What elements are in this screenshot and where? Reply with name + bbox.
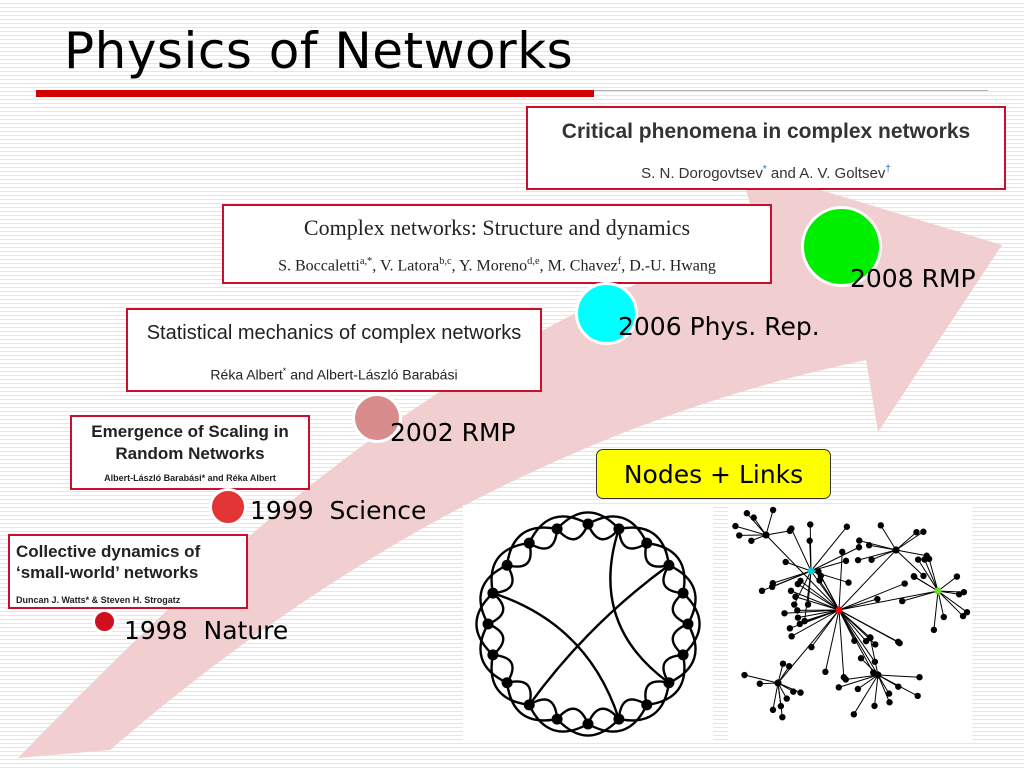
paper-authors: Réka Albert* and Albert-László Barabási <box>210 366 458 383</box>
paper-authors: S. Boccalettia,*, V. Latorab,c, Y. Moren… <box>278 256 716 275</box>
milestone-label-2002: 2002 RMP <box>390 418 516 447</box>
milestone-dot-2002 <box>352 393 402 443</box>
arrow-shape <box>18 165 1002 758</box>
milestone-label-1998: 1998 Nature <box>124 616 289 645</box>
small-world-network-panel <box>463 505 713 743</box>
nodes-links-callout: Nodes + Links <box>596 449 831 499</box>
paper-albert-barabasi-rmp: Statistical mechanics of complex network… <box>126 308 542 392</box>
paper-barabasi-albert: Emergence of Scaling in Random Networks … <box>70 415 310 490</box>
paper-title: Critical phenomena in complex networks <box>561 120 971 143</box>
scale-free-nodes <box>732 506 971 721</box>
milestone-label-2008: 2008 RMP <box>850 264 976 293</box>
title-underline <box>36 90 594 97</box>
paper-authors: S. N. Dorogovtsev* and A. V. Goltsev† <box>641 164 891 182</box>
milestone-dot-2008 <box>801 206 882 287</box>
milestone-dot-1999 <box>209 488 247 526</box>
slide-title: Physics of Networks <box>64 22 574 80</box>
ring-edges <box>475 511 701 737</box>
paper-title: Statistical mechanics of complex network… <box>146 322 522 344</box>
paper-watts-strogatz: Collective dynamics of ‘small-world’ net… <box>8 534 248 609</box>
title-rule <box>594 90 988 91</box>
scale-free-network-panel <box>728 505 972 743</box>
scale-free-edges <box>735 509 968 718</box>
milestone-dot-2006 <box>575 282 638 345</box>
milestone-label-2006: 2006 Phys. Rep. <box>618 312 820 341</box>
paper-authors: Albert-László Barabási* and Réka Albert <box>104 473 276 483</box>
small-world-network-graph <box>475 511 701 737</box>
paper-dorogovtsev-goltsev: Critical phenomena in complex networks S… <box>526 106 1006 190</box>
milestone-label-1999: 1999 Science <box>250 496 427 525</box>
milestone-dot-1998 <box>92 609 117 634</box>
paper-boccaletti-physrep: Complex networks: Structure and dynamics… <box>222 204 772 284</box>
paper-title: Collective dynamics of ‘small-world’ net… <box>16 542 201 582</box>
paper-authors: Duncan J. Watts* & Steven H. Strogatz <box>16 595 181 605</box>
paper-title: Emergence of Scaling in Random Networks <box>91 422 289 463</box>
scale-free-network-graph <box>732 506 971 721</box>
ring-nodes <box>482 518 694 730</box>
paper-title: Complex networks: Structure and dynamics <box>303 215 691 240</box>
